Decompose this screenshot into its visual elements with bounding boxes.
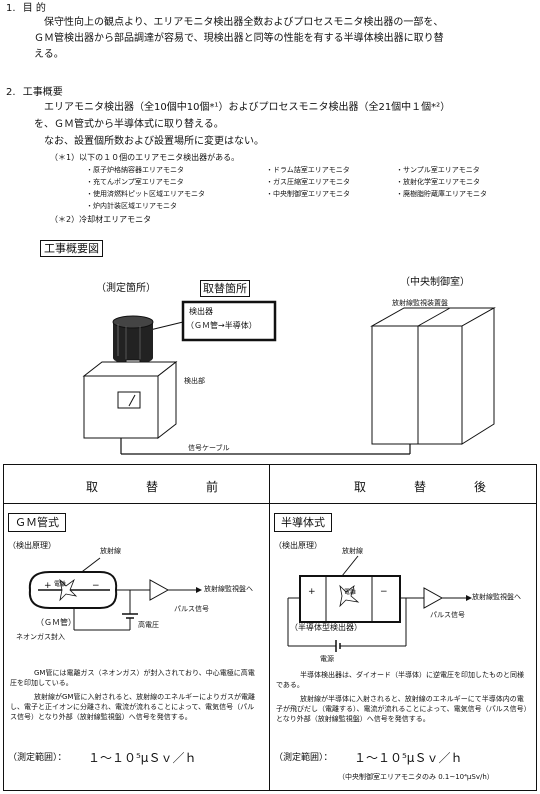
radiation-arrow <box>341 555 359 577</box>
detector-part-label: 検出部 <box>184 377 205 385</box>
semiconductor-detector-label: （半導体型検出器） <box>290 623 362 632</box>
signal-cable-label: 信号ケーブル <box>188 444 230 452</box>
comparison-panel <box>3 464 537 791</box>
detector-callout-subtext: （ＧＭ管→半導体） <box>186 321 257 330</box>
gm-tube-label: （ＧＭ管） <box>36 618 76 627</box>
purpose-line: える。 <box>34 49 64 60</box>
monitor-list-item: ・サンプル室エリアモニタ <box>396 166 480 174</box>
callout-pointer <box>149 321 184 331</box>
high-voltage-label: 高電圧 <box>138 621 159 629</box>
section-number: 2. <box>6 87 16 98</box>
purpose-line: 保守性向上の観点より、エリアモニタ検出器全数およびプロセスモニタ検出器の一部を、 <box>44 17 444 28</box>
detector-unit-box <box>82 360 178 440</box>
power-label: 電源 <box>320 655 334 663</box>
radiation-monitoring-panel <box>370 307 496 445</box>
svg-text:+: + <box>44 581 52 591</box>
before-header: 取 替 前 <box>86 480 237 494</box>
comparison-divider <box>269 465 270 790</box>
replace-location-label: 取替箇所 <box>200 280 250 297</box>
note-2: （＊2）冷却材エリアモニタ <box>50 215 152 224</box>
overview-diagram <box>82 300 496 455</box>
gm-tube-diagram: + − <box>28 557 202 631</box>
before-radiation-label: 放射線 <box>100 547 121 555</box>
ionization-burst-icon <box>339 584 360 608</box>
header-divider <box>4 503 536 504</box>
central-control-room-label: （中央制御室） <box>400 277 470 288</box>
meter-icon <box>117 391 141 409</box>
section-title: 目 的 <box>22 3 46 14</box>
after-ionization-label: 電離 <box>344 589 357 596</box>
semiconductor-type-label: 半導体式 <box>274 513 332 532</box>
after-to-panel-label: 放射線監視盤へ <box>472 593 521 601</box>
radiation-panel-label: 放射線監視装置盤 <box>392 299 448 307</box>
monitor-list-item: ・炉内計装区域エリアモニタ <box>86 202 177 210</box>
monitor-list-item: ・充てんポンプ室エリアモニタ <box>86 178 184 186</box>
before-ionization-label: 電離 <box>54 581 67 588</box>
section-1-heading: 1. 目 的 <box>6 2 46 16</box>
purpose-line: ＧＭ管検出器から部品調達が容易で、現検出器と同等の性能を有する半導体検出器に取り… <box>34 33 444 44</box>
before-description-2: 放射線がGM管に入射されると、放射線のエネルギーによりガスが電離し、電子と正イオ… <box>10 693 256 721</box>
overview-line: なお、設置個所数および設置場所に変更はない。 <box>44 136 264 147</box>
monitor-list-item: ・使用済燃料ピット区域エリアモニタ <box>86 190 205 198</box>
after-description-2: 放射線が半導体に入射されると、放射線のエネルギーにて半導体内の電子が飛びだし（電… <box>276 695 528 723</box>
after-range-label: （測定範囲）： <box>274 753 333 763</box>
after-pulse-label: パルス信号 <box>430 611 465 619</box>
before-range-label: （測定範囲）： <box>8 753 67 763</box>
amplifier-icon <box>423 587 444 609</box>
after-description-1: 半導体検出器は、ダイオード（半導体）に逆電圧を印加したものと同様である。 <box>276 671 524 689</box>
svg-text:+: + <box>308 587 316 597</box>
monitor-list-item: ・ガス圧縮室エリアモニタ <box>266 178 350 186</box>
before-to-panel-label: 放射線監視盤へ <box>204 585 253 593</box>
monitor-list-item: ・廃樹脂貯蔵庫エリアモニタ <box>396 190 487 198</box>
after-radiation-label: 放射線 <box>342 547 363 555</box>
before-description-1: GM管には電離ガス（ネオンガス）が封入されており、中心電極に高電圧を印加している… <box>10 669 255 687</box>
neon-gas-label: ネオンガス封入 <box>16 633 65 641</box>
monitor-list-item: ・放射化学室エリアモニタ <box>396 178 480 186</box>
before-range-value: １～１０⁵μＳｖ／ｈ <box>88 751 197 765</box>
gm-type-label: ＧＭ管式 <box>8 513 66 532</box>
overview-line: エリアモニタ検出器（全10個中10個*¹）およびプロセスモニタ検出器（全21個中… <box>44 102 451 113</box>
monitor-list-item: ・原子炉格納容器エリアモニタ <box>86 166 184 174</box>
replace-callout-box <box>181 300 277 342</box>
detector-callout-text: 検出器 <box>189 307 213 316</box>
monitor-list-item: ・中央制御室エリアモニタ <box>266 190 350 198</box>
ionization-burst-icon <box>59 578 78 602</box>
before-pulse-label: パルス信号 <box>174 605 209 613</box>
measure-location-label: （測定箇所） <box>96 283 156 294</box>
section-title: 工事概要 <box>22 87 63 98</box>
detector-cylinder-icon <box>112 315 154 364</box>
after-range-value: １～１０⁵μＳｖ／ｈ <box>354 751 463 765</box>
svg-text:−: − <box>380 587 388 597</box>
overview-diagram-title: 工事概要図 <box>40 240 103 257</box>
amplifier-icon <box>149 579 170 601</box>
note-1: （＊1）以下の１０個のエリアモニタ検出器がある。 <box>50 153 240 162</box>
before-principle-label: （検出原理） <box>8 541 56 550</box>
svg-text:−: − <box>92 581 100 591</box>
section-2-heading: 2. 工事概要 <box>6 86 63 100</box>
monitor-list-item: ・ドラム詰室エリアモニタ <box>266 166 350 174</box>
after-range-note: （中央制御室エリアモニタのみ 0.1~10⁴μSv/h） <box>338 773 494 781</box>
overview-line: を、ＧＭ管式から半導体式に取り替える。 <box>34 119 224 130</box>
after-principle-label: （検出原理） <box>274 541 322 550</box>
semiconductor-diagram: + − <box>287 555 472 652</box>
after-header: 取 替 後 <box>354 480 505 494</box>
section-number: 1. <box>6 3 16 14</box>
